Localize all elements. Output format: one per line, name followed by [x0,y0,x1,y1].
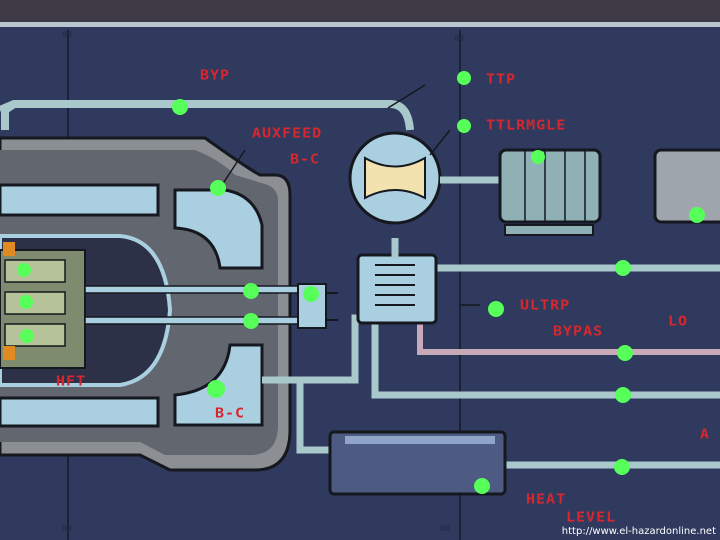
label-mid-right-sub: BYPAS [553,322,604,340]
chamber-upper [173,188,264,270]
top-rail [0,22,720,27]
exchanger-coils [375,264,415,306]
indicator-light [615,260,631,276]
label-aux-feed-sub: B-C [290,150,321,168]
label-bottom-right: HEAT [526,490,567,508]
label-valve-top: TTP [486,70,517,88]
pump-rotor [364,156,426,200]
label-bottom-right-sub: LEVEL [566,508,617,526]
indicator-light [457,119,471,133]
indicator-light [243,283,259,299]
fuel-cell-2 [4,291,66,315]
tank [328,430,507,496]
label-right-arrow: A [700,425,711,443]
channel-lower [0,396,160,428]
grid-tag: 00 [62,30,72,39]
rod-upper [84,285,301,294]
indicator-light [172,99,188,115]
indicator-light [531,150,545,164]
indicator-light [20,329,34,343]
indicator-light [457,71,471,85]
pipe-down-tank [296,380,335,454]
label-right-edge: LO [668,312,689,330]
label-valve-top2: TTLRMGLE [486,116,567,134]
indicator-light [243,313,259,329]
grid-tag: 00 [62,524,72,533]
indicator-light [207,380,225,398]
indicator-light [210,180,226,196]
label-left-tag: HFT [56,372,87,390]
label-lower-tag: B-C [215,404,246,422]
grid-tag: 00 [454,34,464,43]
rod-lower [84,316,301,325]
indicator-light [488,301,504,317]
indicator-lights [17,71,705,494]
fuel-cell-1 [4,259,66,283]
pipe-top-left [0,100,17,130]
label-main-line: BYP [200,66,231,84]
channel-upper [0,183,160,217]
watermark: http://www.el-hazardonline.net [561,526,716,537]
indicator-light [303,286,319,302]
indicator-light [19,295,33,309]
indicator-light [615,387,631,403]
indicator-light [614,459,630,475]
indicator-light [617,345,633,361]
label-aux-feed: AUXFEED [252,124,323,142]
grid-tag: 00 [440,524,450,533]
marker-orange-bottom [3,346,15,360]
motor-secondary [653,148,720,224]
top-bezel [0,0,720,22]
indicator-light [689,207,705,223]
label-mid-right: ULTRP [520,296,571,314]
fuel-cell-3 [4,323,66,347]
marker-orange-top [3,242,15,256]
indicator-light [17,263,31,277]
tank-surface [345,436,495,444]
motor-base [504,224,594,236]
pipe-top-loop [0,100,414,131]
pipe-bottom-line [371,322,720,399]
indicator-light [474,478,490,494]
